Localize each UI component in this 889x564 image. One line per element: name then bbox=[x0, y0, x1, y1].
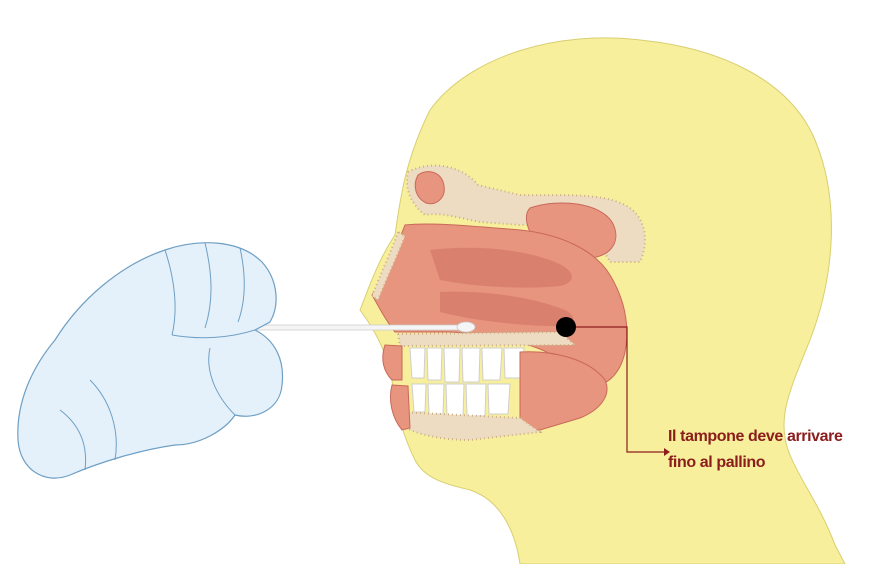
hard-palate bbox=[398, 332, 575, 346]
callout-line-2: fino al pallino bbox=[668, 450, 843, 476]
lower-lip bbox=[390, 385, 410, 430]
upper-lip bbox=[383, 345, 402, 380]
swab-stick bbox=[250, 325, 465, 330]
callout-line-1: Il tampone deve arrivare bbox=[668, 424, 843, 450]
gloved-hand bbox=[18, 243, 283, 478]
swab-tip bbox=[457, 322, 475, 332]
target-dot bbox=[556, 317, 576, 337]
callout-text: Il tampone deve arrivare fino al pallino bbox=[668, 424, 843, 476]
